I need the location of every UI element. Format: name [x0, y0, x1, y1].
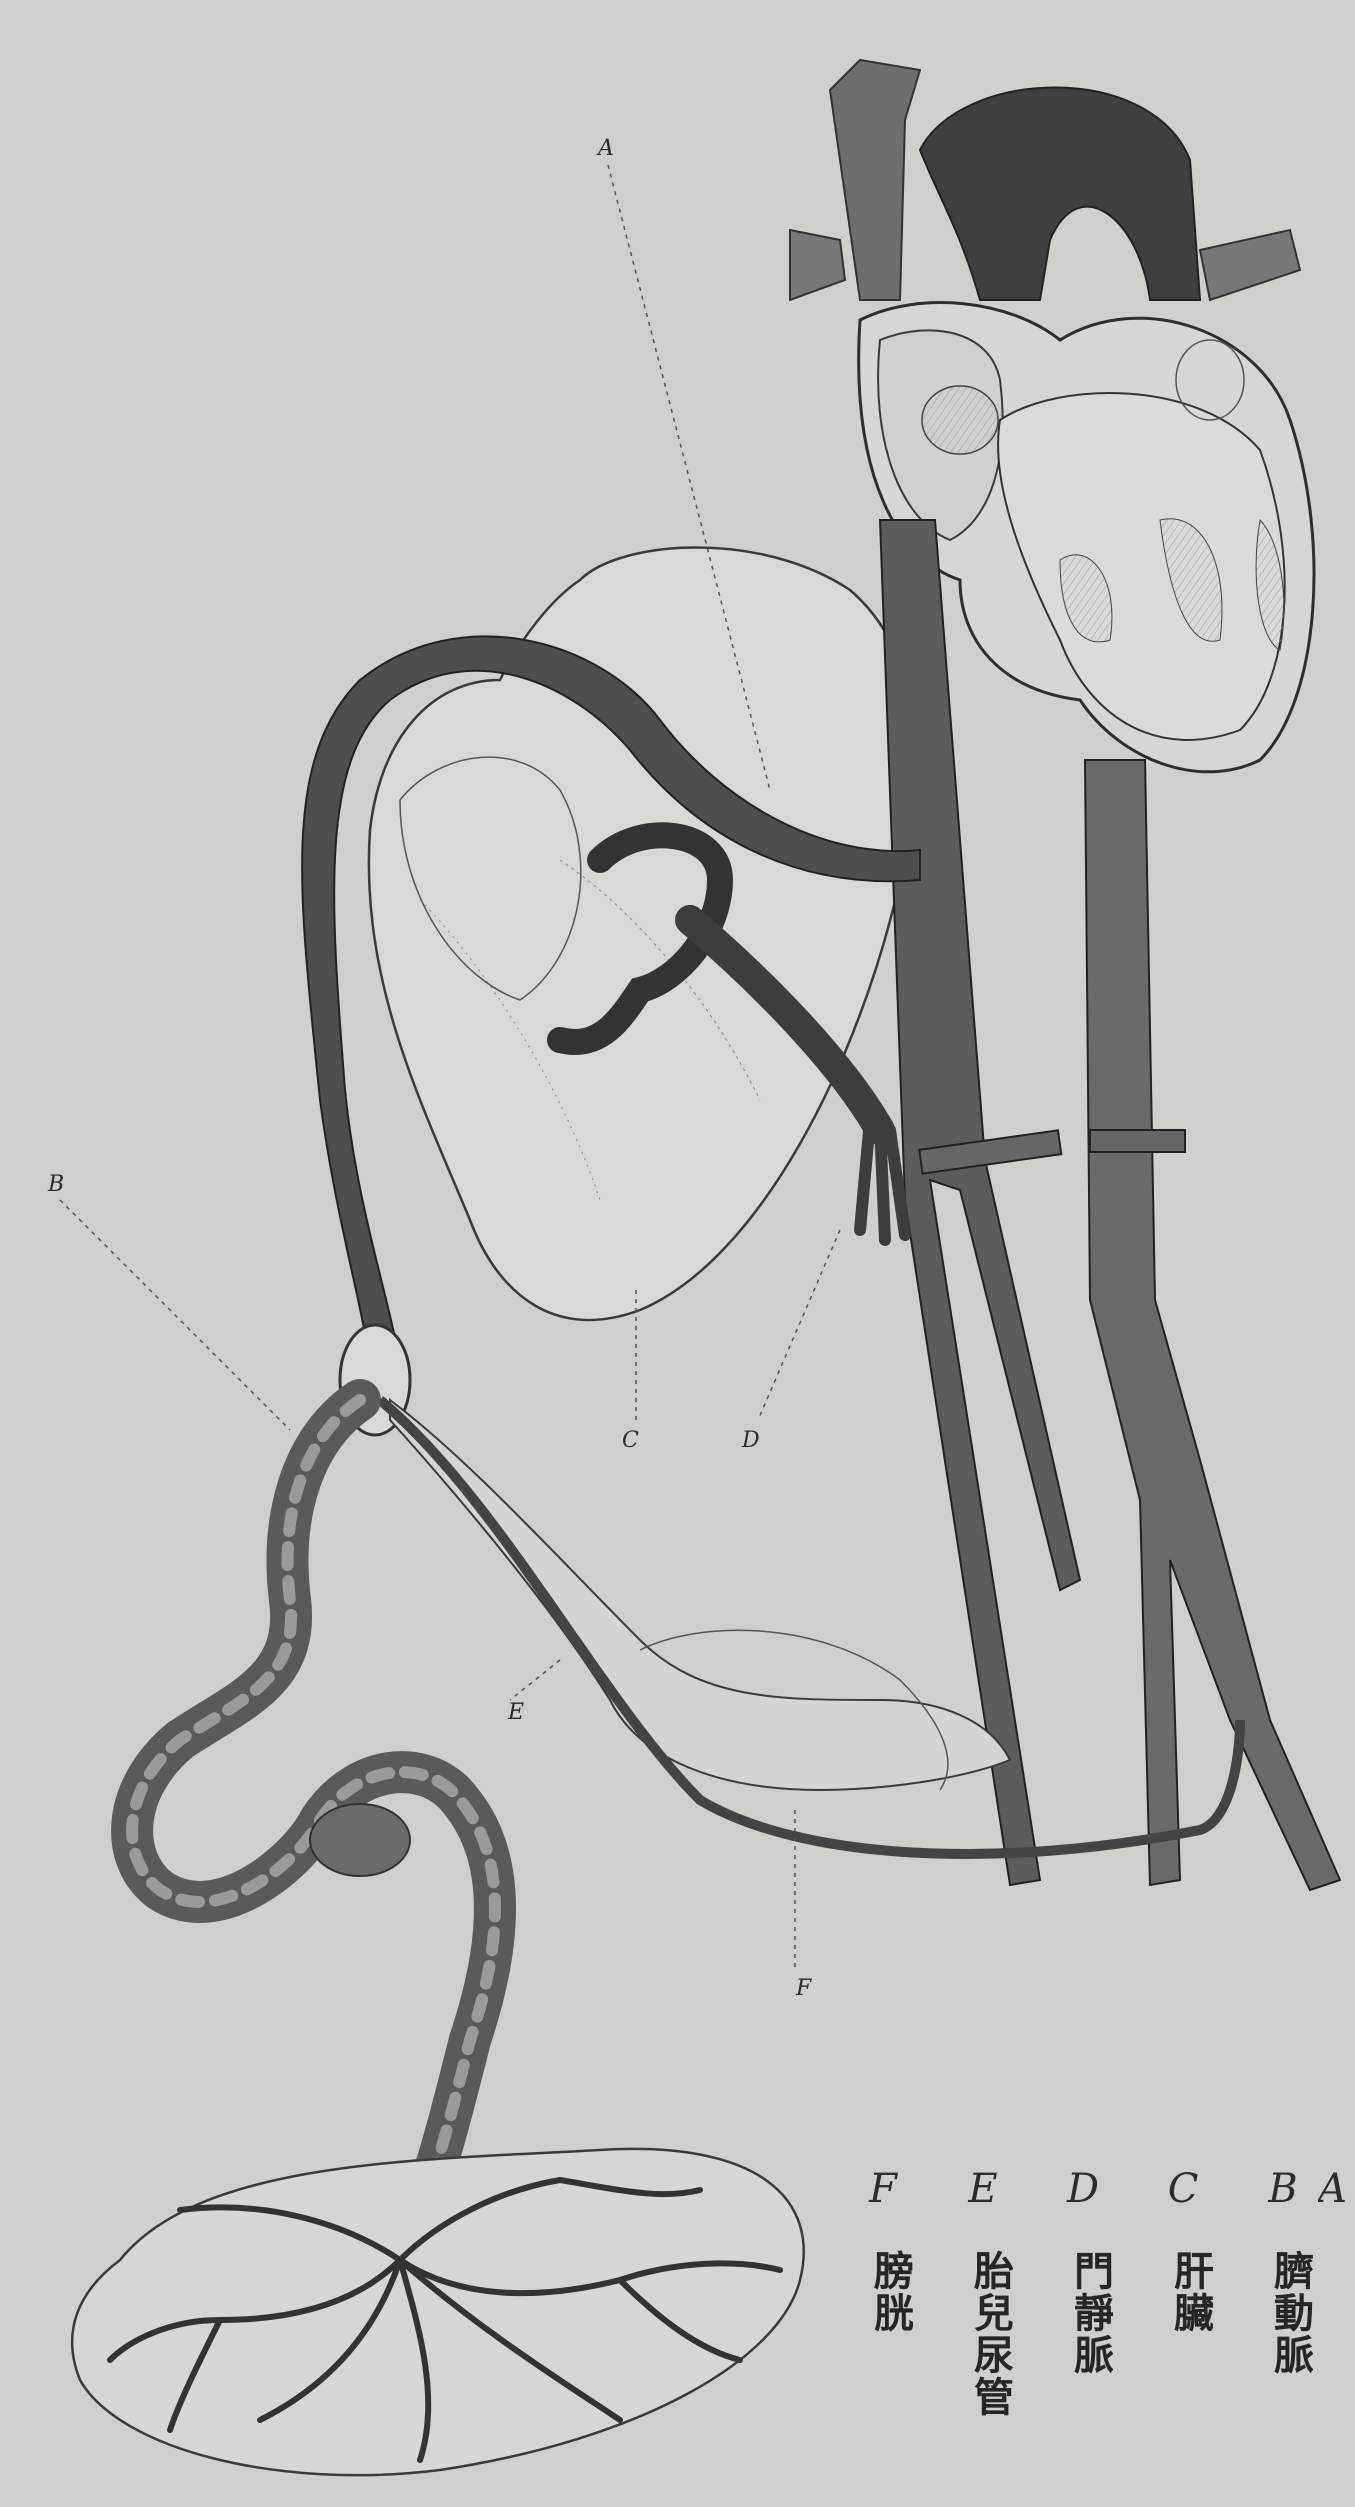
- legend-term-d: 門靜脈: [1053, 2250, 1113, 2500]
- bladder-and-urachus: [380, 1400, 1240, 1854]
- callout-b: B: [48, 1172, 64, 1197]
- legend-term-f: 膀胱: [853, 2250, 913, 2500]
- great-vessels: [790, 60, 1300, 300]
- leader-line-b: [60, 1200, 290, 1430]
- callout-d: D: [742, 1428, 760, 1453]
- legend-letter-c: C: [1148, 2166, 1218, 2212]
- legend-letter-a: A: [1318, 2166, 1355, 2212]
- callout-f: F: [796, 1976, 811, 2001]
- legend-term-e: 胎兒尿管: [953, 2250, 1013, 2500]
- legend-letter-d: D: [1048, 2166, 1118, 2212]
- legend-letter-f: F: [848, 2166, 918, 2212]
- legend-letter-e: E: [948, 2166, 1018, 2212]
- callout-c: C: [622, 1428, 639, 1453]
- legend-letter-b: B: [1248, 2166, 1318, 2212]
- callout-a: A: [598, 136, 614, 161]
- leader-line-d: [758, 1230, 840, 1420]
- legend-term-b: 臍動脈: [1253, 2250, 1313, 2500]
- umbilical-cord: [132, 1400, 495, 2260]
- legend-term-a: [1320, 2250, 1355, 2500]
- callout-e: E: [508, 1700, 524, 1725]
- legend-term-c: 肝臟: [1153, 2250, 1213, 2500]
- leader-line-e: [510, 1660, 560, 1700]
- placenta: [72, 2149, 804, 2475]
